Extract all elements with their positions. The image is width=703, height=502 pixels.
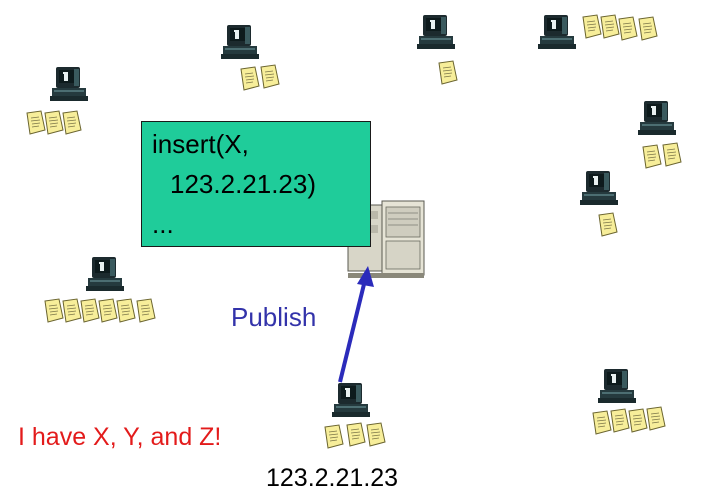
file-icon	[436, 60, 458, 86]
computer-icon	[221, 24, 261, 60]
computer-icon	[50, 66, 90, 102]
file-icon	[322, 424, 344, 450]
publish-label: Publish	[231, 302, 317, 332]
file-icon	[640, 144, 662, 170]
file-icon	[60, 110, 82, 136]
publisher-ip: 123.2.21.23	[266, 464, 399, 492]
file-icon	[258, 64, 280, 90]
computer-icon	[86, 256, 126, 292]
computer-icon	[598, 368, 638, 404]
claim-text: I have X, Y, and Z!	[18, 423, 222, 451]
computer-icon	[580, 170, 620, 206]
file-icon	[644, 406, 666, 432]
computer-icon	[417, 14, 457, 50]
message-line: ...	[152, 209, 174, 239]
file-icon	[114, 298, 136, 324]
file-icon	[238, 66, 260, 92]
computer-icon	[332, 382, 372, 418]
server-icon	[347, 200, 425, 278]
publish-arrow	[338, 266, 374, 383]
file-icon	[596, 212, 618, 238]
file-icon	[364, 422, 386, 448]
file-icon	[134, 298, 156, 324]
file-icon	[660, 142, 682, 168]
computer-icon	[638, 100, 678, 136]
file-icon	[616, 16, 638, 42]
message-line: 123.2.21.23)	[170, 169, 317, 199]
file-icon	[636, 16, 658, 42]
message-line: insert(X,	[152, 129, 249, 159]
file-icon	[344, 422, 366, 448]
insert-message-box: insert(X, 123.2.21.23) ...	[141, 121, 371, 247]
computer-icon	[538, 14, 578, 50]
